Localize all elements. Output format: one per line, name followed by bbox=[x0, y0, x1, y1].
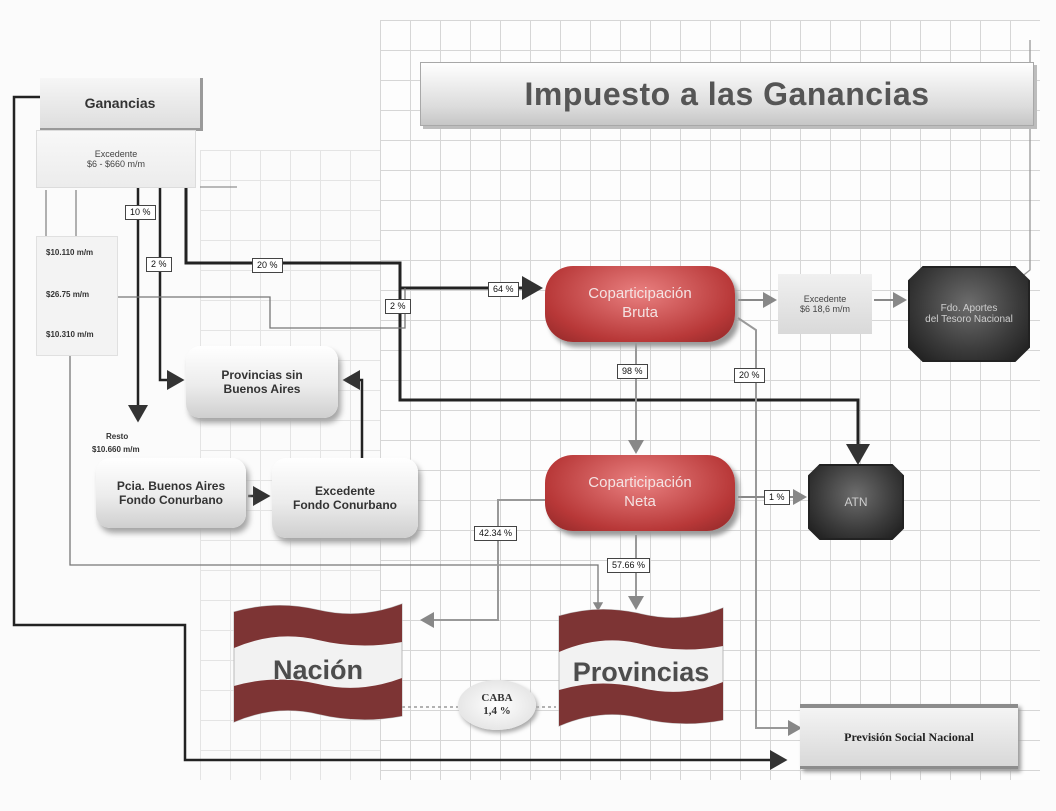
node-caba: CABA 1,4 % bbox=[458, 680, 536, 730]
provincias-label: Provincias bbox=[572, 657, 710, 688]
cop-neta-line-1: Coparticipación bbox=[588, 474, 692, 492]
pct-label-1: 10 % bbox=[125, 205, 156, 220]
line-to-atn bbox=[398, 288, 870, 465]
pct-label-4: 64 % bbox=[488, 282, 519, 297]
node-coparticipacion-neta: Coparticipación Neta bbox=[545, 455, 735, 531]
cop-bruta-line-2: Bruta bbox=[622, 304, 658, 321]
pct-label-7: 20 % bbox=[734, 368, 765, 383]
node-excedente-right: Excedente $6 18,6 m/m bbox=[778, 274, 872, 334]
prov-sin-ba-line-2: Buenos Aires bbox=[223, 382, 301, 396]
excedente-fc-line-1: Excedente bbox=[314, 483, 375, 498]
prov-sin-ba-line-1: Provincias sin bbox=[221, 367, 303, 382]
node-atn: ATN bbox=[808, 464, 904, 540]
nacion-label: Nación bbox=[272, 655, 364, 686]
pct-label-9: 42.34 % bbox=[474, 526, 518, 541]
excedente-fc-line-2: Fondo Conurbano bbox=[293, 498, 397, 512]
node-pcia-buenos-aires: Pcia. Buenos Aires Fondo Conurbano bbox=[96, 458, 246, 528]
side-item-3: $10.310 m/m bbox=[46, 330, 94, 339]
source-side-panel bbox=[36, 236, 118, 356]
cop-bruta-line-1: Coparticipación bbox=[588, 285, 692, 303]
pct-label-3: 20 % bbox=[252, 258, 283, 273]
node-dark-top: Fdo. Aportes del Tesoro Nacional bbox=[908, 266, 1030, 362]
flag-nacion-shape bbox=[233, 603, 403, 723]
caba-line-2: 1,4 % bbox=[483, 705, 511, 717]
node-provincias-sin-ba: Provincias sin Buenos Aires bbox=[186, 346, 338, 418]
node-coparticipacion-bruta: Coparticipación Bruta bbox=[545, 266, 735, 342]
excedente-right-line-2: $6 18,6 m/m bbox=[799, 304, 851, 314]
pcia-ba-line-2: Fondo Conurbano bbox=[119, 493, 223, 507]
line-to-cop-bruta bbox=[184, 145, 543, 300]
node-prevision-social: Previsión Social Nacional bbox=[800, 704, 1018, 769]
resto-label: Resto bbox=[106, 432, 129, 441]
line-outer-loop bbox=[12, 95, 788, 770]
cop-neta-line-2: Neta bbox=[624, 493, 656, 510]
caba-line-1: CABA bbox=[481, 692, 513, 705]
dark-top-line-1: Fdo. Aportes bbox=[940, 303, 998, 314]
resto-amount: $10.660 m/m bbox=[92, 445, 140, 454]
pct-label-6: 98 % bbox=[617, 364, 648, 379]
panel-line-1: Excedente bbox=[94, 149, 138, 159]
pct-label-5: 2 % bbox=[385, 299, 411, 314]
flag-provincias-shape bbox=[558, 607, 724, 727]
node-excedente-conurbano: Excedente Fondo Conurbano bbox=[272, 458, 418, 538]
pcia-ba-line-1: Pcia. Buenos Aires bbox=[116, 478, 226, 493]
source-header: Ganancias bbox=[40, 78, 203, 131]
panel-line-2: $6 - $660 m/m bbox=[86, 159, 146, 169]
page-title: Impuesto a las Ganancias bbox=[420, 62, 1034, 126]
side-item-1: $10.110 m/m bbox=[46, 248, 94, 257]
flag-provincias: Provincias bbox=[555, 600, 727, 730]
dark-top-line-2: del Tesoro Nacional bbox=[925, 314, 1013, 325]
source-panel: Excedente $6 - $660 m/m bbox=[36, 130, 196, 188]
side-item-2: $26.75 m/m bbox=[46, 290, 90, 299]
pct-label-2: 2 % bbox=[146, 257, 172, 272]
flag-nacion: Nación bbox=[230, 598, 406, 728]
excedente-right-line-1: Excedente bbox=[803, 294, 847, 304]
pct-label-10: 57.66 % bbox=[607, 558, 651, 573]
pct-label-8: 1 % bbox=[764, 490, 790, 505]
